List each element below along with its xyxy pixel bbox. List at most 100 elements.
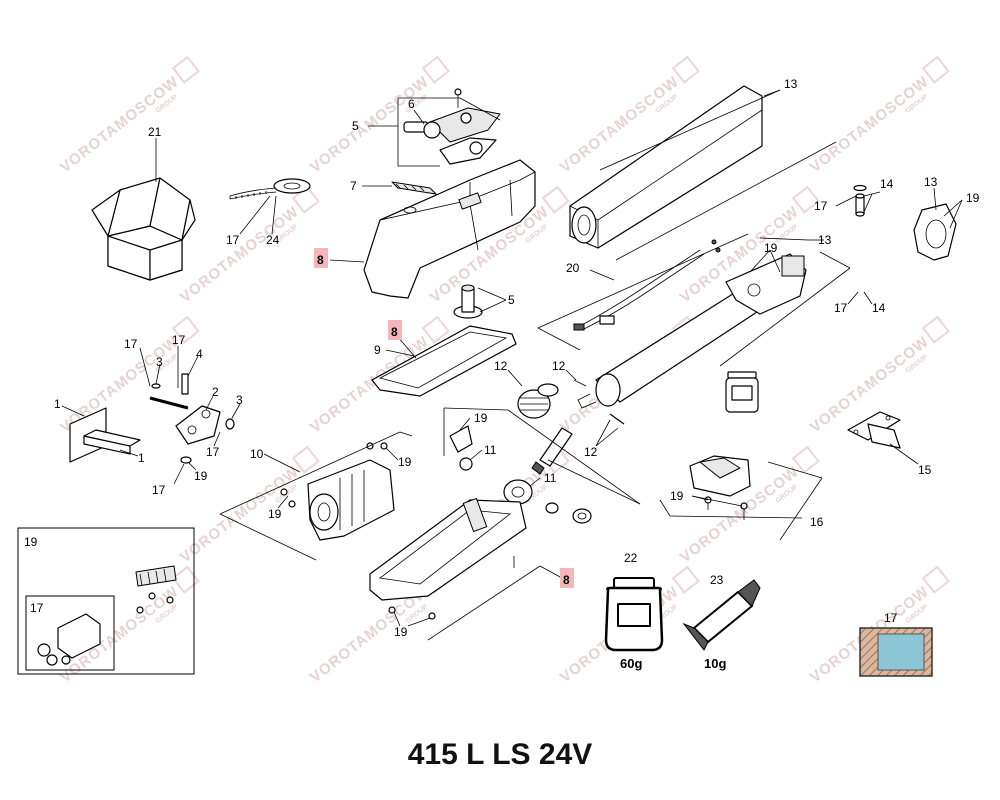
callout-19: 19 [474, 411, 488, 425]
watermark-logo-icon [421, 55, 450, 84]
callout-19: 19 [268, 507, 282, 521]
part-14-pin [853, 184, 867, 217]
callout-8: 8 [391, 325, 398, 339]
callout-1: 1 [54, 397, 61, 411]
highlight-marker [560, 568, 574, 588]
watermark-logo-icon [291, 445, 320, 474]
grease-jar-small [725, 371, 759, 413]
part-20-cable-harness [573, 239, 721, 331]
callout-15: 15 [918, 463, 932, 477]
callout-23: 23 [710, 573, 724, 587]
callout-13: 13 [784, 77, 798, 91]
watermark-logo-icon [171, 55, 200, 84]
model-title: 415 L LS 24V [408, 738, 593, 771]
part-13-end-cap [913, 203, 957, 261]
callout-17: 17 [152, 483, 166, 497]
highlight-marker [314, 248, 328, 268]
part-6-release-lever [403, 88, 501, 165]
part-24-chain-assembly [229, 178, 311, 200]
watermark-logo-icon [671, 55, 700, 84]
callout-5: 5 [352, 119, 359, 133]
callout-13: 13 [924, 175, 938, 189]
part-3-clips [180, 418, 235, 464]
callout-11: 11 [544, 471, 557, 485]
watermark-logo-icon [541, 185, 570, 214]
part-5-pinion [453, 284, 483, 319]
part-11-gear [449, 425, 592, 524]
callout-8: 8 [317, 253, 324, 267]
grease-tube-10g [682, 579, 761, 651]
inset-box-19 [17, 527, 195, 675]
watermark-brand: VOROTAMOSCOW [177, 203, 302, 306]
callout-11: 11 [484, 443, 497, 457]
part-12-worm-gear [517, 383, 559, 419]
callout-24: 24 [266, 233, 280, 247]
callout-19: 19 [670, 489, 684, 503]
callout-17: 17 [814, 199, 828, 213]
callout-19: 19 [194, 469, 208, 483]
watermark-brand: VOROTAMOSCOW [307, 583, 432, 686]
grease-tube-small [531, 427, 573, 475]
watermark-logo-icon [671, 565, 700, 594]
callout-19: 19 [398, 455, 412, 469]
callout-6: 6 [408, 97, 415, 111]
part-1-front-bracket [69, 407, 141, 463]
grease-jar-60g [604, 577, 664, 652]
callout-17: 17 [226, 233, 240, 247]
watermark-logo-icon [171, 315, 200, 344]
watermark-logo-icon [421, 315, 450, 344]
watermark-logo-icon [921, 315, 950, 344]
watermark-brand: VOROTAMOSCOW [807, 73, 932, 176]
callout-16: 16 [810, 515, 824, 529]
grease-tube-weight: 10g [704, 656, 726, 671]
callout-17: 17 [884, 611, 898, 625]
callout-labels: 21 17 24 5 6 7 8 5 8 9 13 17 14 13 19 20… [24, 77, 980, 639]
callout-9: 9 [374, 343, 381, 357]
callout-22: 22 [624, 551, 638, 565]
part-4-pin [149, 373, 189, 410]
callout-4: 4 [196, 347, 203, 361]
part-8-cover [363, 159, 536, 299]
part-13-motor-housing [569, 85, 763, 249]
callout-21: 21 [148, 125, 162, 139]
callout-1: 1 [138, 451, 145, 465]
callout-2: 2 [212, 385, 219, 399]
callout-17: 17 [834, 301, 848, 315]
part-21-box [91, 177, 196, 281]
part-13-actuator-assembly [577, 253, 807, 409]
callout-7: 7 [350, 179, 357, 193]
callout-12: 12 [494, 359, 508, 373]
callout-3: 3 [236, 393, 243, 407]
part-15-rear-bracket [847, 411, 901, 449]
part-8-base-housing [369, 498, 527, 620]
part-10-motor [280, 442, 395, 541]
part-16-cover [689, 455, 751, 520]
callout-17: 17 [30, 601, 44, 615]
callout-17: 17 [206, 445, 220, 459]
watermark-brand: VOROTAMOSCOW [57, 333, 182, 436]
watermark-brand: VOROTAMOSCOW [57, 73, 182, 176]
callout-20: 20 [566, 261, 580, 275]
part-17-sealant-sample [859, 627, 933, 677]
callout-8: 8 [563, 573, 570, 587]
callout-17: 17 [124, 337, 138, 351]
part-2-clevis [175, 405, 221, 445]
watermark-logo-icon [791, 185, 820, 214]
callout-12: 12 [552, 359, 566, 373]
grease-jar-weight: 60g [620, 656, 642, 671]
callout-14: 14 [880, 177, 894, 191]
callout-13: 13 [818, 233, 832, 247]
callout-14: 14 [872, 301, 886, 315]
callout-19: 19 [24, 535, 38, 549]
part-12-pins [573, 379, 625, 425]
part-7-gasket [391, 181, 437, 195]
callout-12: 12 [584, 445, 598, 459]
callout-3: 3 [156, 355, 163, 369]
watermark-logo-icon [171, 565, 200, 594]
callout-19: 19 [966, 191, 980, 205]
